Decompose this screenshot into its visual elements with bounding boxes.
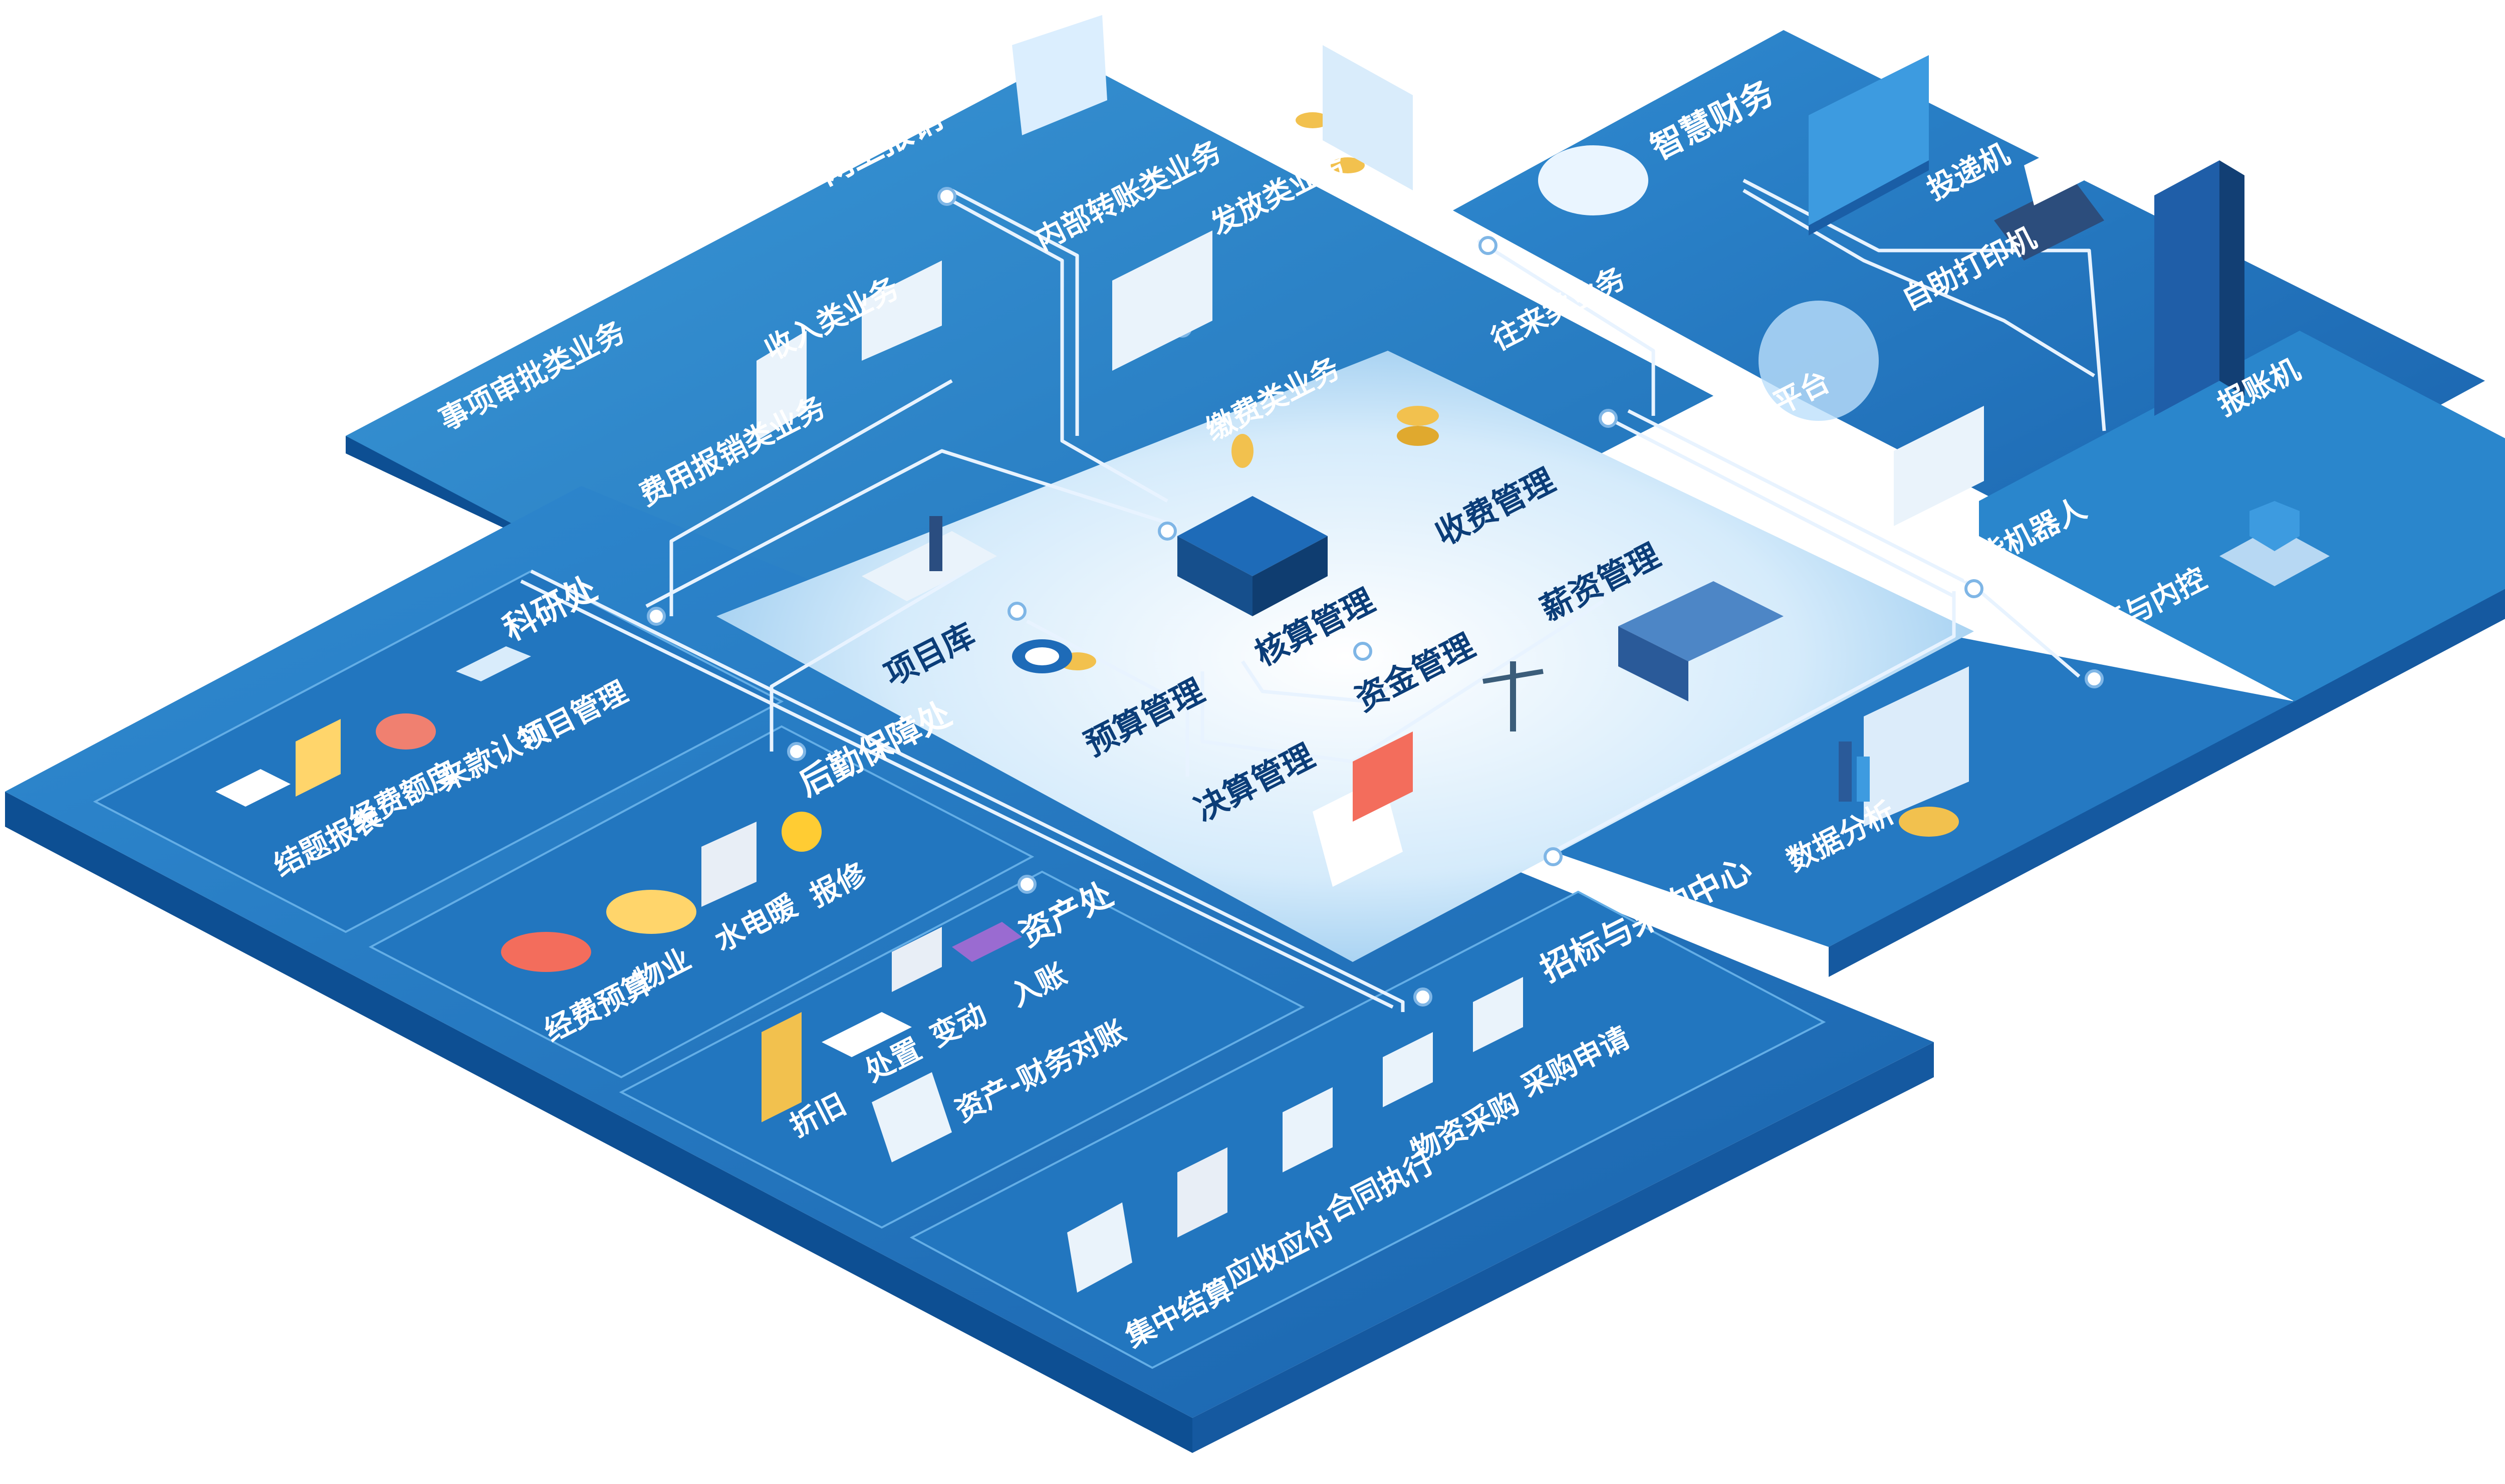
robot-booth-icon [1894, 406, 1984, 526]
delivery-locker-icon [1809, 55, 1929, 235]
connection-wires [520, 178, 2106, 1012]
cloud-icon [1538, 145, 1879, 421]
node-circle [1018, 875, 1037, 894]
panel-budget-control [1979, 331, 2505, 701]
node-circle [937, 187, 956, 206]
salary-building-icon [1618, 581, 1784, 701]
logistics-illustrations [501, 812, 822, 972]
procurement-illustrations [1067, 977, 1523, 1293]
plate-research-office [93, 570, 784, 933]
platform-edges [5, 436, 2505, 1453]
coin-stack-icon [1058, 112, 1439, 670]
node-circle [1158, 522, 1177, 541]
kiosk-icon [2154, 160, 2244, 416]
document-stack-icon [1313, 731, 1413, 887]
shield-building-icon [2219, 501, 2330, 586]
node-circle [1413, 987, 1432, 1007]
project-library-icon [862, 516, 997, 601]
node-circle [787, 742, 806, 761]
monitor-icons [757, 15, 1969, 827]
core-platform [716, 351, 1974, 962]
scales-icon [1482, 661, 1544, 731]
printer-icon [1994, 140, 2104, 261]
data-analysis-illustration [1839, 741, 1959, 837]
node-circle [1478, 236, 1497, 255]
plate-procurement-center [909, 890, 1826, 1369]
node-circle [1599, 409, 1618, 428]
node-circle [1353, 642, 1372, 661]
node-circle [1544, 847, 1563, 866]
target-icon [1012, 639, 1072, 673]
node-circle [2085, 669, 2104, 688]
accounting-core-icon [1177, 434, 1328, 616]
node-circle [647, 607, 666, 626]
node-circle [1964, 579, 1983, 598]
asset-illustrations [762, 922, 1022, 1162]
node-circle [1008, 602, 1027, 621]
illustrations [215, 15, 2330, 1293]
plate-asset-office [619, 870, 1305, 1229]
research-illustrations [215, 646, 531, 807]
